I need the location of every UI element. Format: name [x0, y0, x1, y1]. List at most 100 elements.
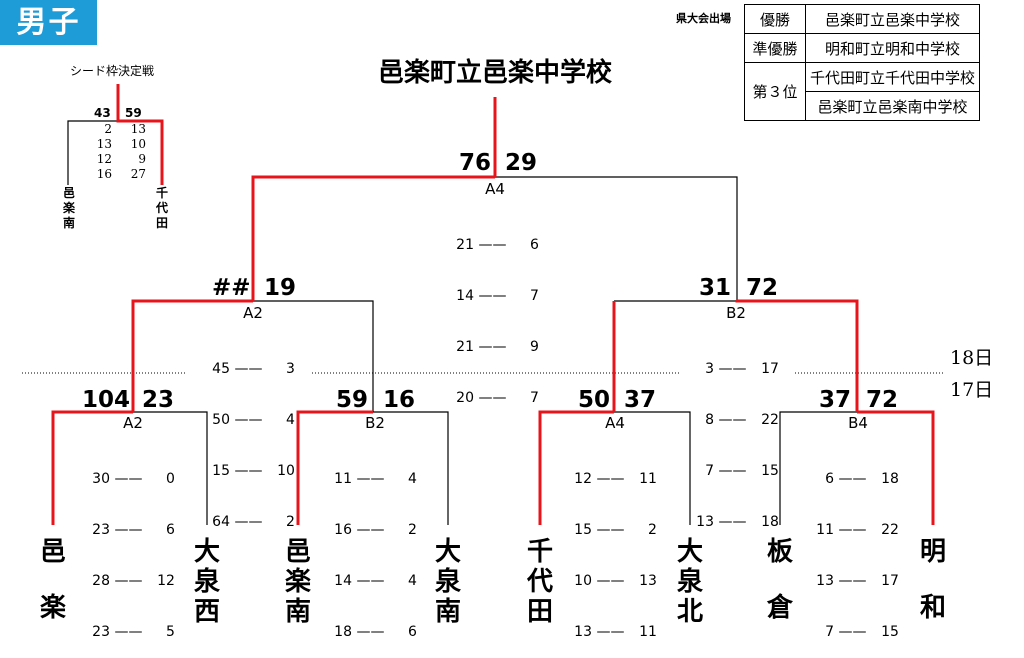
team-char: 大	[676, 537, 703, 567]
qf3-winner-line	[538, 410, 614, 525]
final-court: A4	[485, 180, 505, 198]
team-char: 倉	[766, 593, 793, 623]
set-row: 16 —— 2	[334, 522, 417, 538]
seed-point: 9	[138, 152, 146, 166]
seed-loser-line	[67, 120, 118, 185]
qf2-score-right: 16	[383, 387, 416, 413]
qf2-winner-line	[296, 410, 373, 525]
team-char: 大	[434, 537, 461, 567]
qf2-set-scores: 11 —— 4 16 —— 2 14 —— 4 18 —— 6	[318, 437, 436, 658]
set-row: 15 —— 10	[212, 463, 295, 479]
set-row: 13 —— 18	[696, 514, 779, 530]
team-char: 南	[284, 597, 311, 627]
seed-title: シード枠決定戦	[70, 64, 155, 78]
qf4-loser-line	[779, 411, 857, 525]
results-school: 千代田町立千代田中学校	[804, 62, 981, 92]
team-char: 北	[676, 597, 703, 627]
results-label: 優勝	[744, 4, 806, 34]
team-char: 邑	[39, 537, 66, 567]
seed-point: 13	[130, 122, 146, 136]
team-char: 田	[526, 597, 553, 627]
team-char: 千	[526, 537, 553, 567]
set-row: 15 —— 2	[574, 522, 657, 538]
set-row: 8 —— 22	[705, 412, 779, 428]
qf3-set-scores: 12 —— 11 15 —— 2 10 —— 13 13 —— 11	[558, 437, 676, 658]
qf3-score-left: 50	[577, 387, 610, 413]
qf2-score-left: 59	[335, 387, 368, 413]
team-char: 西	[193, 597, 220, 627]
seed-team-char: 邑	[62, 186, 75, 200]
results-school: 邑楽町立邑楽中学校	[804, 4, 981, 34]
set-row: 64 —— 2	[212, 514, 295, 530]
results-row: 優勝 邑楽町立邑楽中学校	[744, 4, 981, 34]
semi-left-score-right: 19	[264, 275, 297, 301]
section-heading: 男子	[0, 0, 97, 45]
bracket-lines	[22, 84, 945, 525]
qf4-set-scores: 6 —— 18 11 —— 22 13 —— 17 7 —— 15	[800, 437, 918, 658]
set-row: 50 —— 4	[212, 412, 295, 428]
seed-team-char: 千	[155, 186, 168, 200]
seed-team-char: 南	[62, 216, 75, 230]
set-row: 11 —— 22	[816, 522, 899, 538]
qf3-court: A4	[605, 414, 625, 432]
semi-left-court: A2	[243, 304, 263, 322]
team-oizumi-kita: 大 泉 北	[670, 537, 710, 627]
seed-team-char: 田	[155, 216, 168, 230]
seed-score-right: 59	[125, 106, 142, 120]
seed-team-right: 千 代 田	[155, 186, 169, 231]
set-row: 7 —— 15	[825, 624, 899, 640]
seed-point: 27	[130, 167, 146, 181]
qf1-score-left: 104	[82, 387, 131, 413]
qf2-court: B2	[365, 414, 385, 432]
set-row: 14 —— 4	[334, 573, 417, 589]
semi-right-court: B2	[726, 304, 746, 322]
team-char: 泉	[434, 567, 461, 597]
results-school: 明和町立明和中学校	[804, 33, 981, 63]
team-oizumi-nishi: 大 泉 西	[187, 537, 227, 627]
set-row: 45 —— 3	[212, 361, 295, 377]
seed-point: 10	[130, 137, 146, 151]
semi-right-set-scores: 3 —— 17 8 —— 22 7 —— 15 13 —— 18	[680, 327, 798, 548]
team-char: 楽	[284, 567, 311, 597]
qf3-loser-line	[614, 411, 691, 525]
team-char: 邑	[284, 537, 311, 567]
set-row: 3 —— 17	[705, 361, 779, 377]
results-row: 準優勝 明和町立明和中学校	[744, 33, 981, 63]
seed-rows-right: 13 10 9 27	[124, 122, 146, 182]
results-label: 第３位	[744, 62, 806, 121]
set-row: 13 —— 17	[816, 573, 899, 589]
qf1-winner-line	[51, 410, 133, 525]
day-label-lower: 17日	[950, 379, 994, 401]
team-char: 明	[919, 537, 946, 567]
final-score-left: 76	[458, 150, 491, 176]
final-score-right: 29	[505, 150, 538, 176]
team-char: 南	[434, 597, 461, 627]
team-meiwa: 明 和	[913, 537, 953, 623]
semi-left-score-left: ##	[212, 275, 251, 301]
set-row: 11 —— 4	[334, 471, 417, 487]
set-row: 21 —— 6	[456, 237, 539, 253]
qf3-score-right: 37	[624, 387, 657, 413]
champion-name: 邑楽町立邑楽中学校	[377, 58, 612, 88]
final-set-scores: 21 —— 6 14 —— 7 21 —— 9 20 —— 7	[440, 203, 558, 424]
qf4-winner-line	[857, 410, 935, 525]
seed-point: 12	[96, 152, 112, 166]
set-row: 10 —— 13	[574, 573, 657, 589]
results-table: 優勝 邑楽町立邑楽中学校 準優勝 明和町立明和中学校 第３位 千代田町立千代田中…	[744, 4, 981, 121]
qf2-loser-line	[373, 411, 449, 525]
seed-team-char: 楽	[62, 201, 75, 215]
team-itakura: 板 倉	[760, 537, 800, 623]
results-label: 準優勝	[744, 33, 806, 63]
final-winner-line	[251, 175, 495, 301]
team-char: 泉	[676, 567, 703, 597]
team-ora: 邑 楽	[33, 537, 73, 623]
team-oizumi-minami: 大 泉 南	[428, 537, 468, 627]
qf4-score-left: 37	[818, 387, 851, 413]
qf4-court: B4	[848, 414, 868, 432]
team-char: 代	[526, 567, 553, 597]
qf4-score-right: 72	[866, 387, 899, 413]
seed-rows-left: 2 13 12 16	[90, 122, 112, 182]
team-char: 大	[193, 537, 220, 567]
team-char: 板	[766, 537, 793, 567]
set-row: 7 —— 15	[705, 463, 779, 479]
